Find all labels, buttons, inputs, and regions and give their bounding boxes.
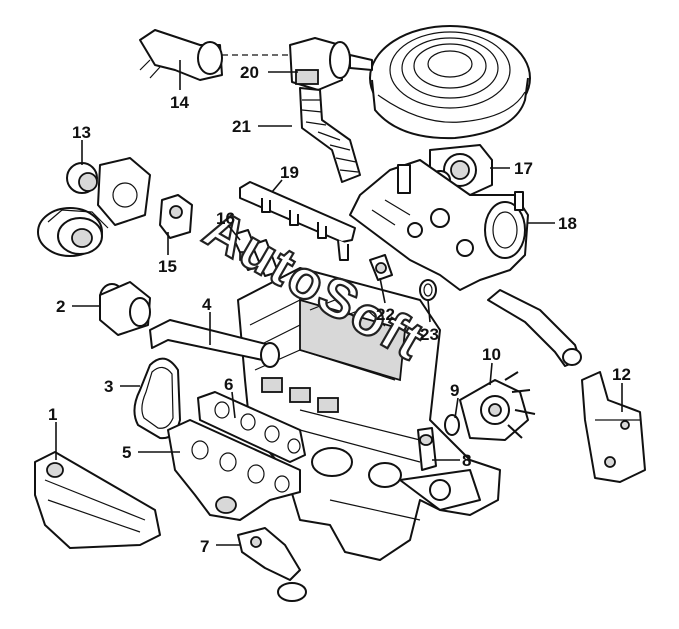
callout-4: 4	[202, 295, 212, 314]
callout-20: 20	[240, 63, 259, 82]
callout-2: 2	[56, 297, 65, 316]
callout-17: 17	[514, 159, 533, 178]
part-3-timing-belt	[133, 357, 181, 440]
callout-10: 10	[482, 345, 501, 364]
part-19-fuel-rail	[239, 181, 356, 261]
air-filter-housing	[369, 25, 531, 140]
part-4-coolant-pipe	[149, 319, 280, 368]
callout-16: 16	[216, 209, 235, 228]
engine-block	[237, 267, 501, 561]
callout-12: 12	[612, 365, 631, 384]
callout-15: 15	[158, 257, 177, 276]
part-14-intake-snorkel	[139, 29, 290, 81]
callout-1: 1	[48, 405, 57, 424]
callout-19: 19	[280, 163, 299, 182]
part-21-flex-hose	[299, 87, 361, 183]
part-23-seal-ring	[419, 279, 437, 301]
part-5-exhaust-manifold	[167, 419, 301, 521]
callout-23: 23	[420, 325, 439, 344]
part-15-bracket	[159, 194, 193, 239]
part-10-water-pump	[459, 371, 536, 441]
callout-21: 21	[232, 117, 251, 136]
part-20-air-valve	[289, 37, 373, 91]
callout-5: 5	[122, 443, 131, 462]
part-8-hose-fitting	[417, 427, 437, 471]
part-12-expansion-tank	[581, 371, 646, 483]
callout-22: 22	[376, 305, 395, 324]
callout-6: 6	[224, 375, 233, 394]
part-6-exhaust-gasket	[197, 391, 306, 463]
callout-18: 18	[558, 214, 577, 233]
leader-lines	[55, 60, 623, 546]
part-13-alternator	[37, 157, 151, 257]
callout-9: 9	[450, 381, 459, 400]
callout-3: 3	[104, 377, 113, 396]
part-22-sensor	[369, 254, 393, 281]
callout-8: 8	[462, 451, 471, 470]
callout-13: 13	[72, 123, 91, 142]
part-2-thermostat-housing	[99, 281, 151, 336]
callout-14: 14	[170, 93, 189, 112]
coolant-hose	[487, 289, 582, 367]
callout-labels: 1 2 3 4 5 6 7 8 9 10 12 13 14 15 16 17 1…	[48, 63, 631, 556]
part-18-intake-manifold	[349, 159, 529, 291]
part-9-seal	[444, 414, 460, 436]
part-7-mount-bracket	[237, 527, 307, 602]
part-1-oil-pan	[34, 451, 161, 549]
callout-7: 7	[200, 537, 209, 556]
